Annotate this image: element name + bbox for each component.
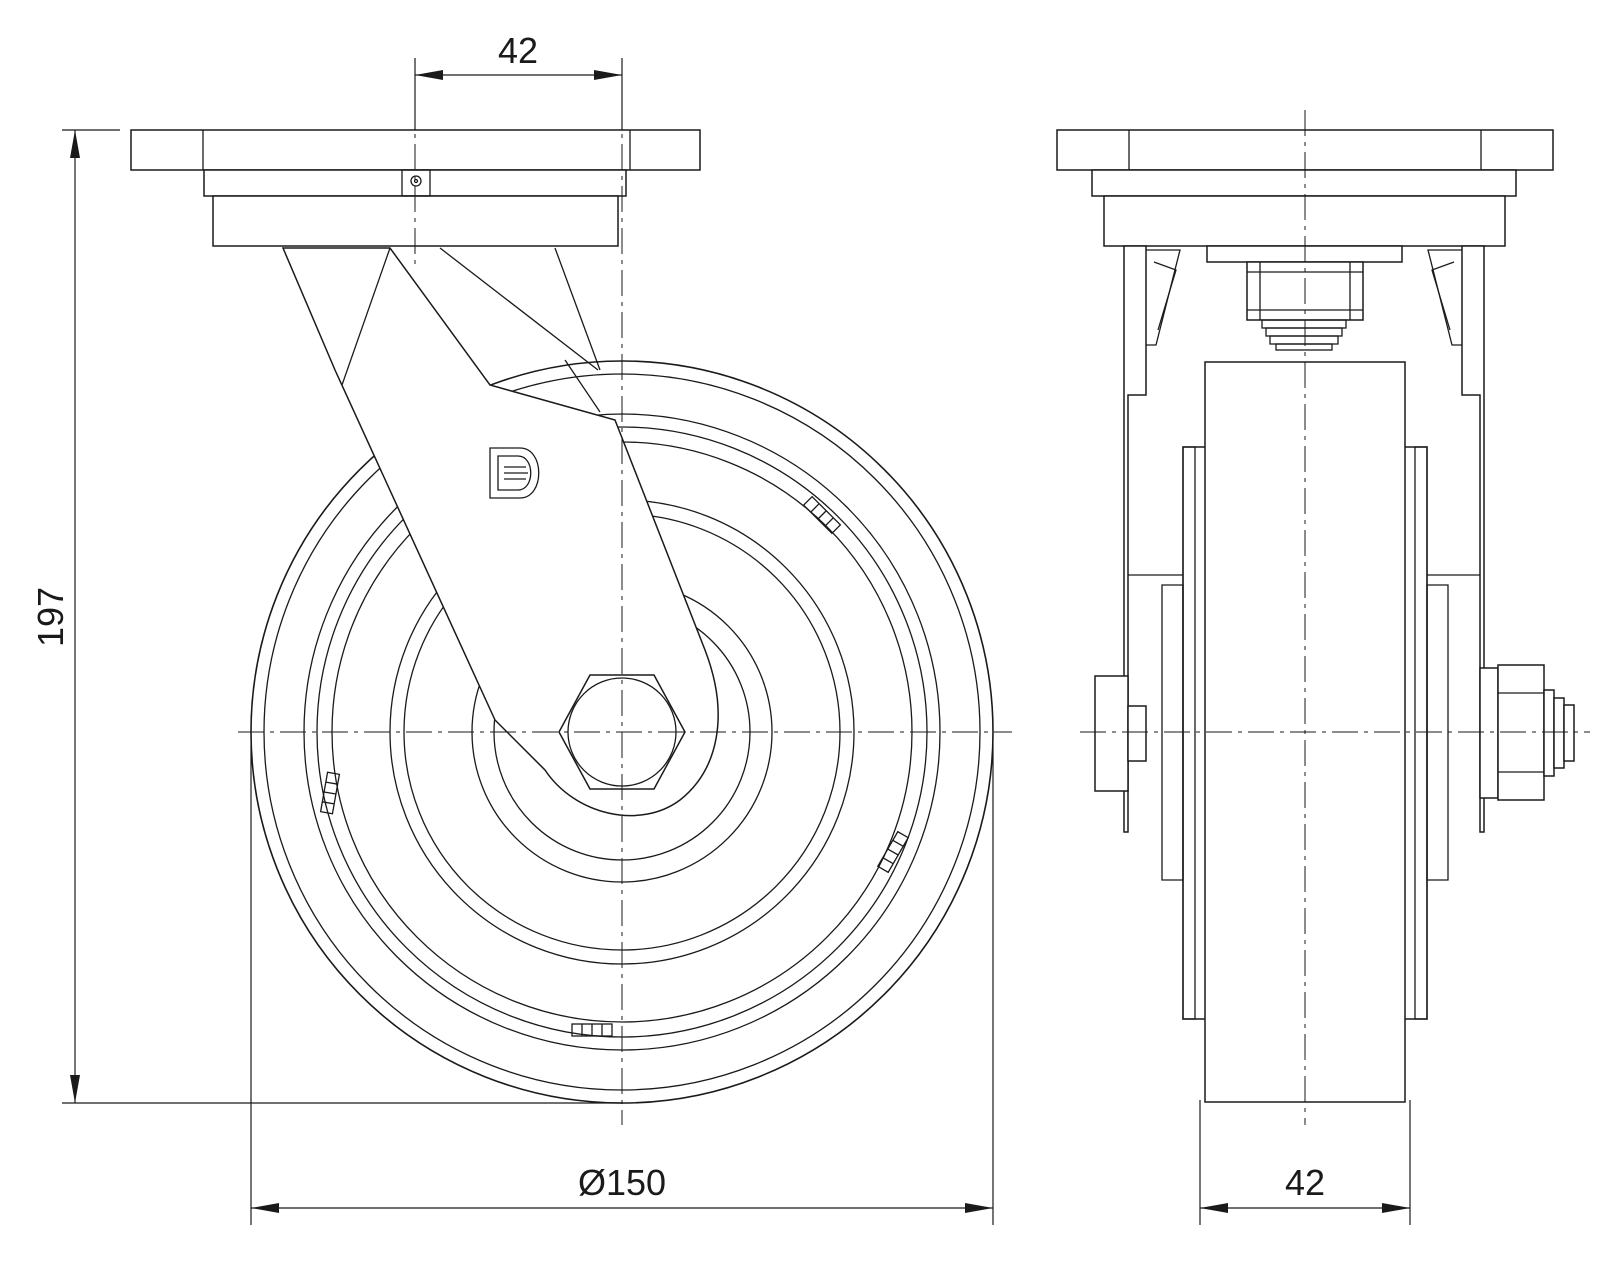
side-view: [1056, 110, 1590, 1125]
fork-leg-front: [281, 247, 719, 817]
dimension-wheel-width: 42: [1199, 1100, 1411, 1225]
rim-ribs: [319, 495, 910, 1037]
axle-side: [1094, 664, 1575, 801]
dimension-top-42: 42: [414, 30, 623, 130]
dimension-label-diameter: Ø150: [578, 1162, 666, 1203]
dimension-label-top: 42: [498, 30, 538, 71]
D-logo-icon: [489, 447, 540, 499]
grease-nipple: [401, 169, 431, 197]
fork-arm: [281, 247, 719, 817]
front-view: [130, 60, 1012, 1125]
dimension-label-wheel-width: 42: [1285, 1162, 1325, 1203]
dimension-height-197: 197: [30, 129, 622, 1104]
dimension-diameter: Ø150: [250, 745, 994, 1225]
fork-side: [1123, 245, 1485, 833]
dimension-label-height: 197: [30, 587, 71, 647]
